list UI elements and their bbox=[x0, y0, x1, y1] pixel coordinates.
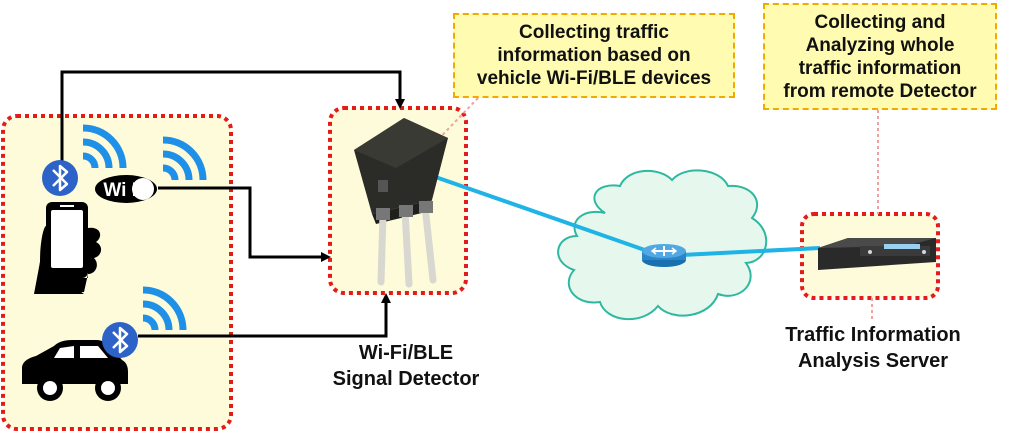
car-icon bbox=[22, 340, 128, 401]
wifi-badge-icon: Wi Fi bbox=[95, 175, 157, 203]
callout-line: Collecting and bbox=[814, 11, 946, 33]
router-icon bbox=[642, 244, 686, 267]
detector-to-router-link bbox=[423, 171, 663, 258]
label-line: Signal Detector bbox=[332, 368, 480, 390]
bluetooth-car-to-detector-arrow bbox=[138, 293, 391, 338]
router-to-server-link bbox=[661, 246, 821, 258]
callout-line: traffic information bbox=[798, 57, 962, 79]
label-line: Analysis Server bbox=[797, 350, 949, 372]
detector-label: Wi-Fi/BLE Signal Detector bbox=[306, 340, 506, 392]
callout-line: Analyzing whole bbox=[805, 34, 955, 56]
callout-line: vehicle Wi-Fi/BLE devices bbox=[476, 68, 712, 89]
wifi-to-detector-arrow bbox=[158, 186, 331, 262]
wifi-signal-waves-icon bbox=[162, 136, 207, 181]
bluetooth-icon bbox=[102, 322, 138, 358]
server-callout: Collecting and Analyzing whole traffic i… bbox=[763, 3, 997, 110]
callout-line: information based on bbox=[497, 45, 691, 66]
rack-server-icon bbox=[818, 238, 936, 270]
detector-callout: Collecting traffic information based on … bbox=[453, 13, 735, 98]
label-line: Traffic Information bbox=[785, 324, 961, 346]
bluetooth-icon bbox=[42, 160, 78, 196]
server-label: Traffic Information Analysis Server bbox=[762, 322, 984, 374]
signal-waves-icon bbox=[142, 286, 187, 331]
smartphone-hand-icon bbox=[34, 202, 102, 294]
bluetooth-phone-to-detector-arrow bbox=[60, 70, 405, 162]
callout-line: Collecting traffic bbox=[519, 22, 669, 43]
wifi-access-point-icon bbox=[354, 118, 448, 288]
label-line: Wi-Fi/BLE bbox=[358, 342, 454, 364]
callout-line: from remote Detector bbox=[783, 80, 977, 102]
signal-waves-icon bbox=[82, 124, 127, 169]
wifi-badge-text: Wi Fi bbox=[103, 180, 148, 201]
